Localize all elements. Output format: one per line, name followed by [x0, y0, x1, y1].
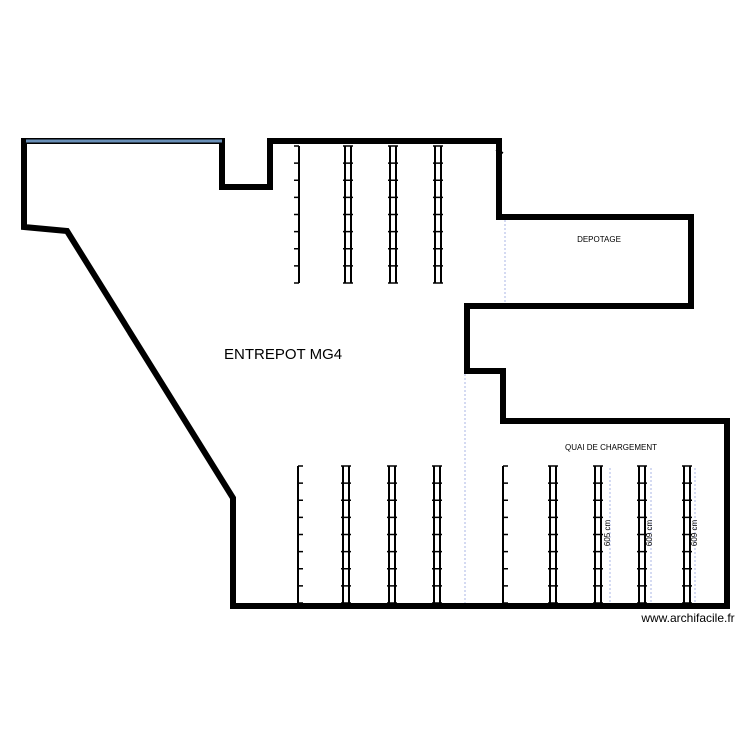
door-mark	[495, 149, 504, 154]
building-outline	[21, 138, 730, 609]
storage-rack	[637, 465, 647, 604]
dimension-label-2: 609 cm	[645, 520, 654, 547]
room-label-quai: QUAI DE CHARGEMENT	[565, 443, 657, 452]
warehouse-title: ENTREPOT MG4	[224, 346, 342, 363]
storage-rack	[294, 145, 300, 284]
storage-rack	[387, 465, 397, 604]
storage-rack	[343, 145, 353, 284]
dimension-label-3: 609 cm	[690, 520, 699, 547]
room-label-depotage: DEPOTAGE	[577, 235, 621, 244]
storage-rack	[297, 465, 303, 604]
storage-rack	[388, 145, 398, 284]
storage-rack	[502, 465, 508, 604]
dimension-label-1: 605 cm	[603, 520, 612, 547]
storage-rack	[341, 465, 351, 604]
watermark: www.archifacile.fr	[640, 611, 734, 625]
storage-rack	[682, 465, 692, 604]
storage-rack	[548, 465, 558, 604]
storage-rack	[433, 145, 443, 284]
rack-group	[294, 145, 692, 604]
storage-rack	[593, 465, 603, 604]
storage-rack	[432, 465, 442, 604]
